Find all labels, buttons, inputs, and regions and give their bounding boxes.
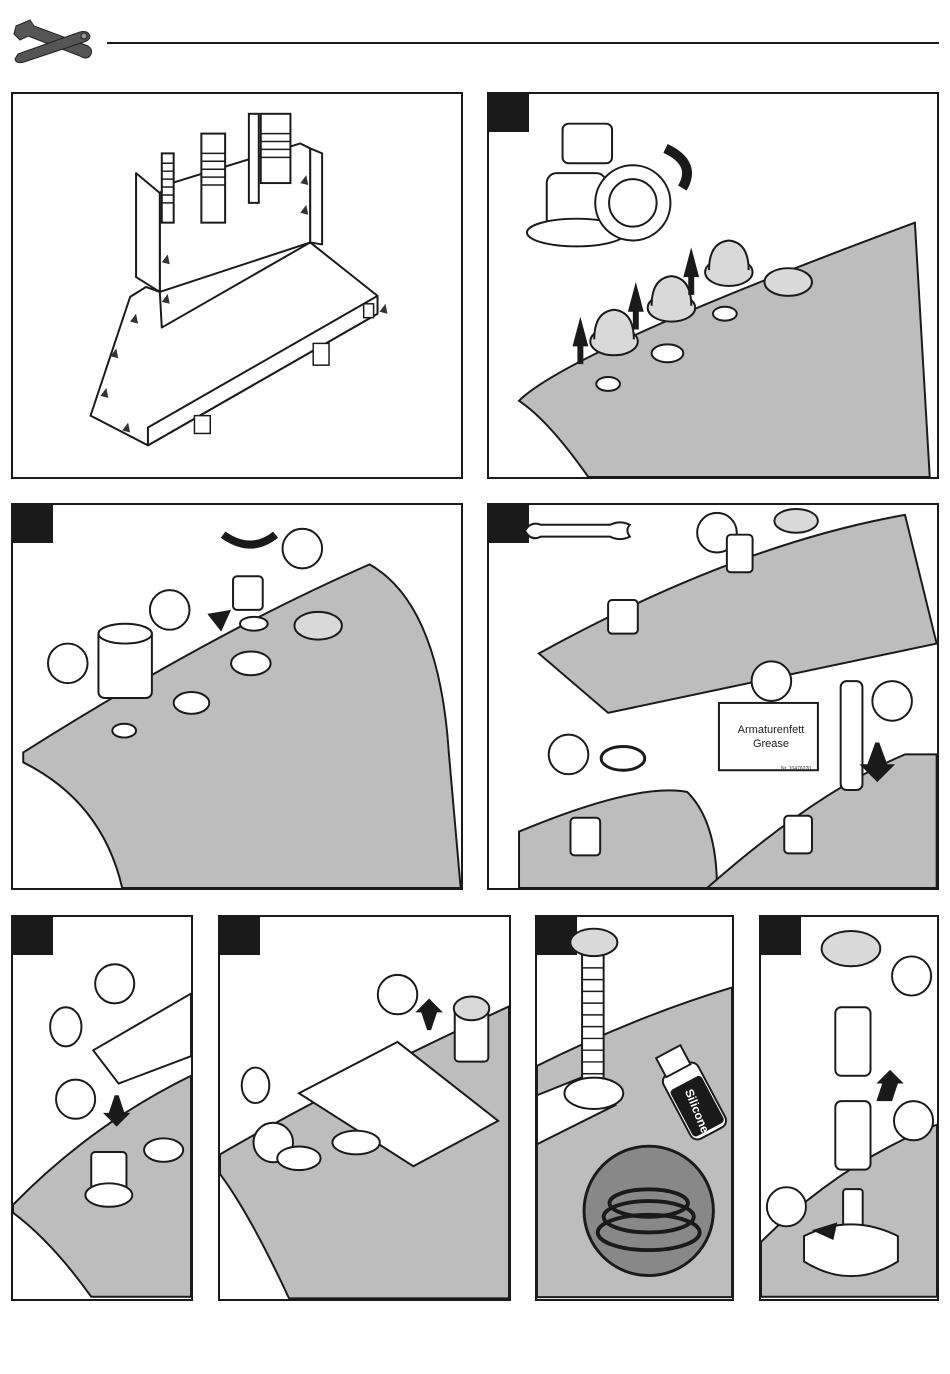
header [0,0,950,80]
header-rule [107,42,939,44]
panel-rough-in-body [11,92,463,479]
shut-off-illustration [489,94,937,477]
grease-label-line2: Grease [729,737,813,751]
remove-cartridge-illustration [13,505,461,888]
grease-cartridge-illustration [489,505,937,888]
grease-part-number: Nr. 10476220 [781,766,811,772]
panel-silicone: Silicone [535,915,734,1301]
panel-remove-cartridge [11,503,463,890]
install-cover-b-illustration [220,917,509,1299]
panel-grease-cartridge: Armaturenfett Grease Nr. 10476220 [487,503,939,890]
grease-label: Armaturenfett Grease [729,723,813,751]
panel-shut-off-water [487,92,939,479]
panel-install-cover-b [218,915,511,1301]
reassemble-illustration [761,917,937,1299]
panel-reassemble [759,915,939,1301]
install-cover-a-illustration [13,917,191,1299]
wrench-screwdriver-icon [10,12,94,68]
panel-install-cover-a [11,915,193,1301]
grease-label-line1: Armaturenfett [729,723,813,737]
rough-in-body-illustration [13,94,461,477]
